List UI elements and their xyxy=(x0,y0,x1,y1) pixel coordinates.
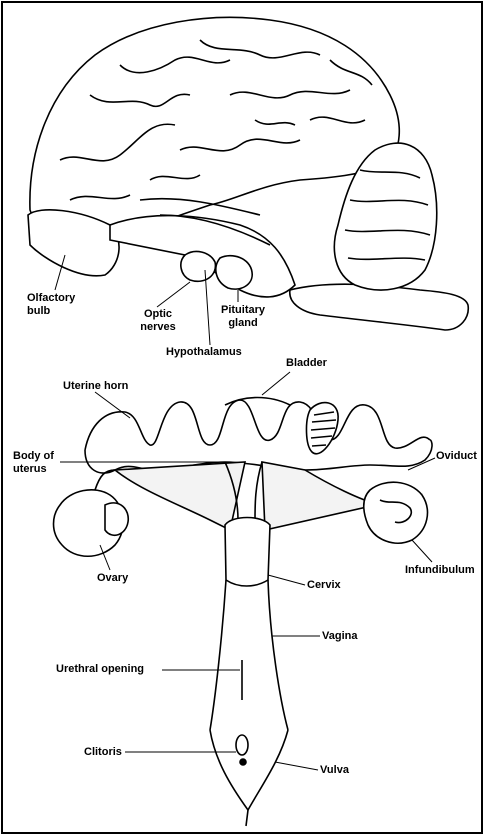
label-vagina: Vagina xyxy=(322,630,357,643)
brain-drawing xyxy=(28,17,468,330)
label-body-of-uterus: Body of uterus xyxy=(13,450,54,476)
label-uterine-horn: Uterine horn xyxy=(63,380,128,393)
label-clitoris: Clitoris xyxy=(84,746,122,759)
label-vulva: Vulva xyxy=(320,764,349,777)
label-oviduct: Oviduct xyxy=(436,450,477,463)
label-olfactory-bulb: Olfactory bulb xyxy=(27,292,75,318)
label-pituitary-gland: Pituitary gland xyxy=(218,304,268,330)
label-cervix: Cervix xyxy=(307,579,341,592)
label-bladder: Bladder xyxy=(286,357,327,370)
label-urethral-opening: Urethral opening xyxy=(56,663,144,676)
label-hypothalamus: Hypothalamus xyxy=(166,346,242,359)
label-infundibulum: Infundibulum xyxy=(405,564,475,577)
label-ovary: Ovary xyxy=(97,572,128,585)
label-optic-nerves: Optic nerves xyxy=(132,308,184,334)
